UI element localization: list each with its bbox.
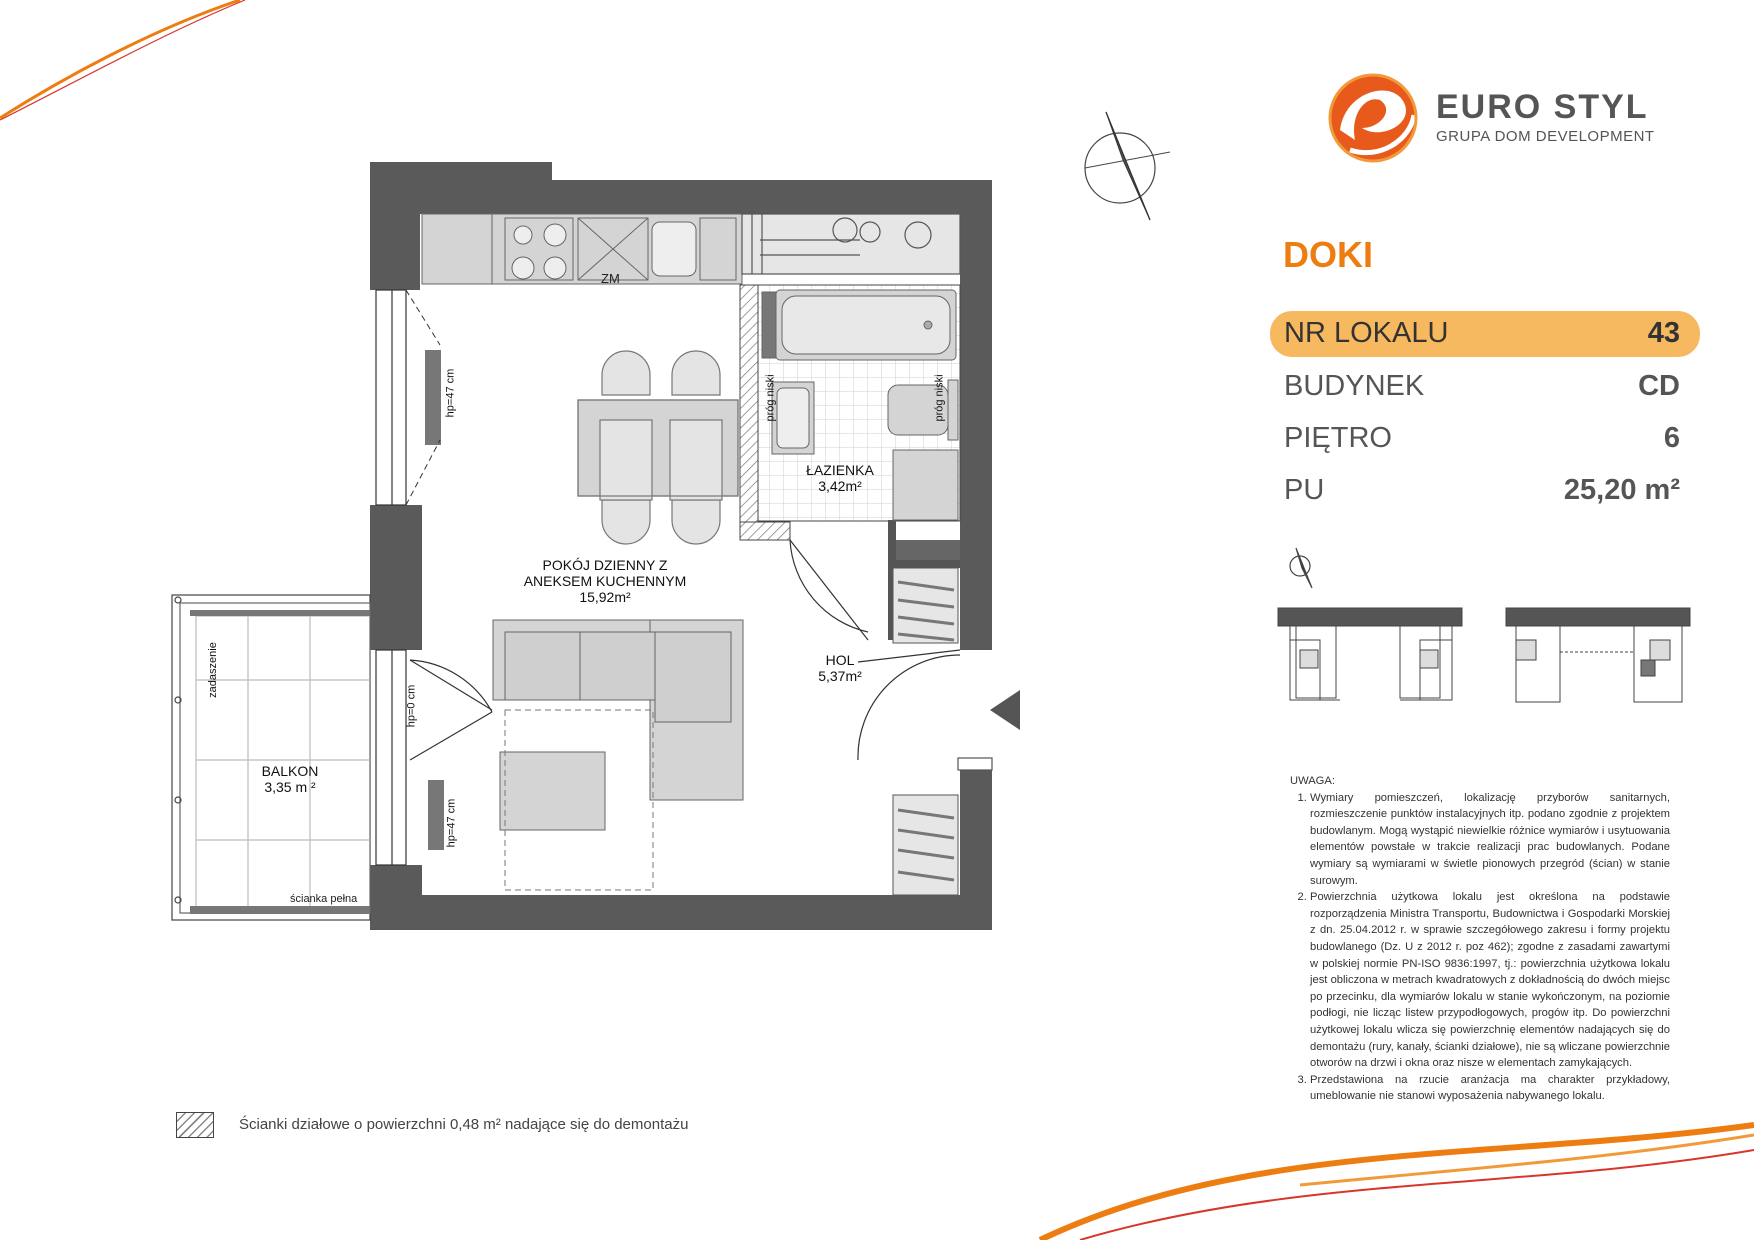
- zm-label: ZM: [601, 271, 620, 286]
- hatch-legend-swatch: [176, 1112, 214, 1138]
- bathroom-sink: [771, 381, 815, 455]
- euro-styl-logo-icon: [1328, 73, 1418, 163]
- notes-item: Powierzchnia użytkowa lokalu jest określ…: [1310, 889, 1670, 1072]
- info-row-budynek: BUDYNEK CD: [1270, 364, 1700, 410]
- info-value: 6: [1663, 422, 1680, 454]
- wardrobe-upper: [892, 567, 959, 644]
- hall-area: 5,37m²: [818, 668, 862, 684]
- hp47-bottom-label: hp=47 cm: [445, 798, 458, 848]
- living-room-name-2: ANEKSEM KUCHENNYM: [523, 573, 687, 589]
- info-row-pietro: PIĘTRO 6: [1270, 416, 1700, 462]
- scianka-pelna-label: ścianka pełna: [290, 893, 358, 905]
- info-row-nr-lokalu: NR LOKALU 43: [1270, 311, 1700, 357]
- door-entrance: [857, 649, 993, 771]
- hatch-legend-text: Ścianki działowe o powierzchni 0,48 m² n…: [239, 1116, 689, 1133]
- balcony: [171, 594, 371, 921]
- bathroom-label: ŁAZIENKA 3,42m²: [790, 462, 890, 494]
- wardrobe-lower: [892, 794, 959, 896]
- project-name: DOKI: [1283, 234, 1373, 275]
- hall-name: HOL: [825, 652, 855, 668]
- bathroom-name: ŁAZIENKA: [806, 462, 874, 478]
- hall-label: HOL 5,37m²: [790, 652, 890, 684]
- living-room-label: POKÓJ DZIENNY Z ANEKSEM KUCHENNYM 15,92m…: [500, 557, 710, 605]
- dining-set: [577, 350, 739, 545]
- north-arrow-icon: [1084, 111, 1171, 221]
- swoosh-top-left: [0, 0, 241, 120]
- swoosh-bottom-orange: [1038, 1122, 1754, 1240]
- balcony-name: BALKON: [261, 763, 319, 779]
- walls: [370, 162, 992, 930]
- info-value: CD: [1638, 370, 1680, 402]
- balcony-label: BALKON 3,35 m ²: [240, 763, 340, 795]
- notes-title: UWAGA:: [1290, 775, 1335, 787]
- brand-name: EURO STYL: [1436, 88, 1649, 126]
- bathroom-area: 3,42m²: [818, 478, 862, 494]
- toilet: [887, 379, 959, 441]
- zadaszenie-label: zadaszenie: [206, 642, 219, 698]
- notes-list: Wymiary pomieszczeń, lokalizację przybor…: [1290, 790, 1670, 1105]
- window-swing-top: [405, 289, 441, 506]
- prog-niski-label-1: próg niski: [764, 374, 777, 422]
- living-room-area: 15,92m²: [579, 589, 631, 605]
- living-room-name-1: POKÓJ DZIENNY Z: [542, 557, 668, 573]
- balcony-area: 3,35 m ²: [264, 779, 316, 795]
- info-label: NR LOKALU: [1284, 317, 1449, 349]
- info-label: PU: [1284, 474, 1325, 506]
- info-value: 25,20 m²: [1563, 474, 1680, 506]
- installation-shaft: [741, 213, 961, 275]
- coffee-table: [499, 709, 654, 891]
- swoosh-bottom-orange-2: [1299, 1133, 1754, 1187]
- radiator-left-top: [425, 350, 441, 445]
- sofa: [492, 619, 744, 801]
- key-plan-right: [1505, 607, 1691, 703]
- bathtub: [761, 289, 957, 361]
- brand-subtitle: GRUPA DOM DEVELOPMENT: [1436, 128, 1655, 145]
- notes-item: Przedstawiona na rzucie aranżacja ma cha…: [1310, 1072, 1670, 1105]
- info-label: BUDYNEK: [1284, 370, 1425, 402]
- entrance-marker-icon: [990, 690, 1020, 730]
- door-bathroom: [789, 539, 869, 641]
- swoosh-bottom-red: [1079, 1149, 1754, 1240]
- window-left-top: [375, 289, 407, 506]
- washing-machine: [892, 449, 959, 521]
- info-label: PIĘTRO: [1284, 422, 1392, 454]
- radiator-left-bottom: [428, 780, 444, 850]
- key-plan-left: [1277, 607, 1463, 701]
- balcony-doors: [409, 659, 493, 761]
- info-value: 43: [1647, 317, 1680, 349]
- window-left-bottom: [375, 649, 407, 866]
- prog-niski-label-2: próg niski: [933, 374, 946, 422]
- hp47-top-label: hp=47 cm: [444, 368, 457, 418]
- kitchen-counter: [421, 213, 743, 285]
- info-row-pu: PU 25,20 m²: [1270, 468, 1700, 514]
- swoosh-top-left-red: [0, 0, 246, 121]
- notes-item: Wymiary pomieszczeń, lokalizację przybor…: [1310, 790, 1670, 890]
- notes: UWAGA: Wymiary pomieszczeń, lokalizację …: [1290, 773, 1670, 1105]
- hp0-label: hp=0 cm: [405, 684, 418, 728]
- north-arrow-small-icon: [1289, 547, 1313, 589]
